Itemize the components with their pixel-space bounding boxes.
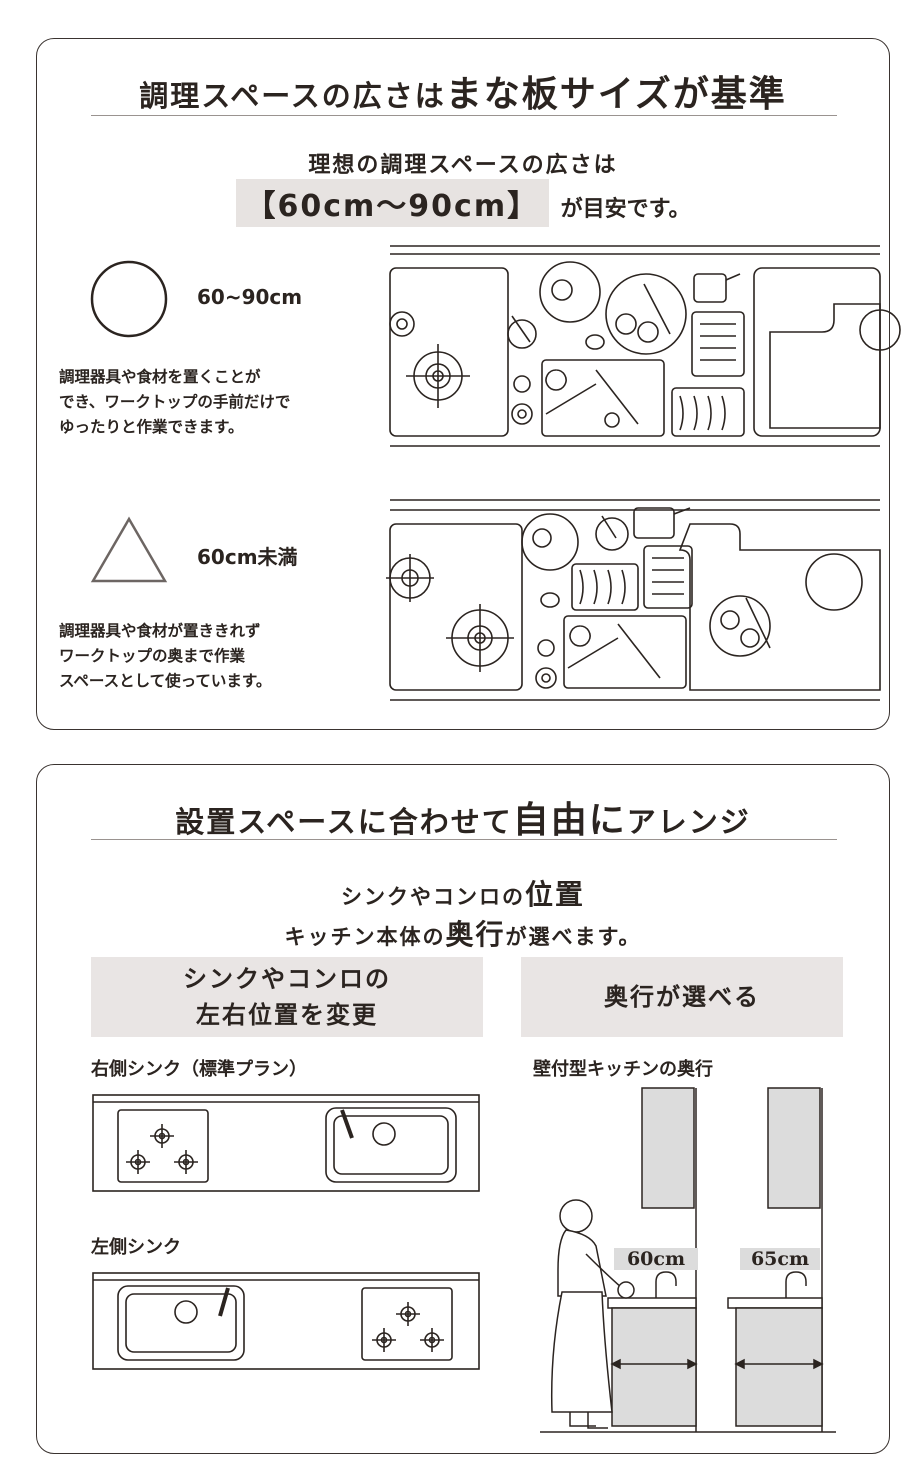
depth-60cm-label: 60cm [614,1248,698,1270]
section1-title-bold: まな板サイズが基準 [445,74,787,115]
depth-select-box: 奥行が選べる [521,957,843,1037]
right-sink-plan-illustration [92,1094,480,1192]
highlight-line: 【60cm〜90cm】 が目安です。 [37,179,889,227]
position-change-box: シンクやコンロの 左右位置を変更 [91,957,483,1037]
highlight-suffix: が目安です。 [560,197,691,222]
section2-lead-line1: シンクやコンロの位置 [37,873,889,913]
depth-65cm-label: 65cm [740,1248,820,1270]
divider [91,115,837,116]
cooking-space-panel: 調理スペースの広さはまな板サイズが基準 理想の調理スペースの広さは 【60cm〜… [36,38,890,730]
circle-mark-icon [90,260,168,338]
section2-lead-line2: キッチン本体の奥行が選べます。 [37,913,889,953]
kitchen-worktop-ideal-illustration [389,245,901,447]
section2-title: 設置スペースに合わせて自由にアレンジ [37,791,889,843]
section2-title-normal-2: アレンジ [626,805,751,839]
good-description: 調理器具や食材を置くことが でき、ワークトップの手前だけで ゆったりと作業できま… [59,368,291,436]
kitchen-worktop-small-illustration [386,499,881,701]
good-size-label: 60~90cm [197,285,303,309]
left-sink-label: 左側シンク [91,1237,181,1258]
divider [91,839,837,840]
fair-description: 調理器具や食材が置ききれず ワークトップの奥まで作業 スペースとして使っています… [59,622,272,690]
fair-size-label: 60cm未満 [197,545,298,569]
triangle-mark-icon [90,516,168,583]
kitchen-depth-illustration [540,1087,836,1433]
lead2-prefix: キッチン本体の [284,925,446,949]
right-sink-label: 右側シンク（標準プラン） [91,1059,307,1080]
lead1-prefix: シンクやコンロの [340,885,525,909]
section1-title: 調理スペースの広さはまな板サイズが基準 [37,65,889,117]
section2-title-bold: 自由に [512,800,627,841]
depth-label: 壁付型キッチンの奥行 [533,1059,713,1080]
section1-title-normal: 調理スペースの広さは [139,79,446,113]
size-highlight: 【60cm〜90cm】 [235,179,550,227]
lead2-suffix: が選べます。 [505,925,642,949]
lead2-bold: 奥行 [445,918,506,951]
section2-title-normal-1: 設置スペースに合わせて [175,805,513,839]
lead1-bold: 位置 [524,878,585,911]
section1-lead: 理想の調理スペースの広さは [308,153,618,178]
left-sink-plan-illustration [92,1272,480,1370]
